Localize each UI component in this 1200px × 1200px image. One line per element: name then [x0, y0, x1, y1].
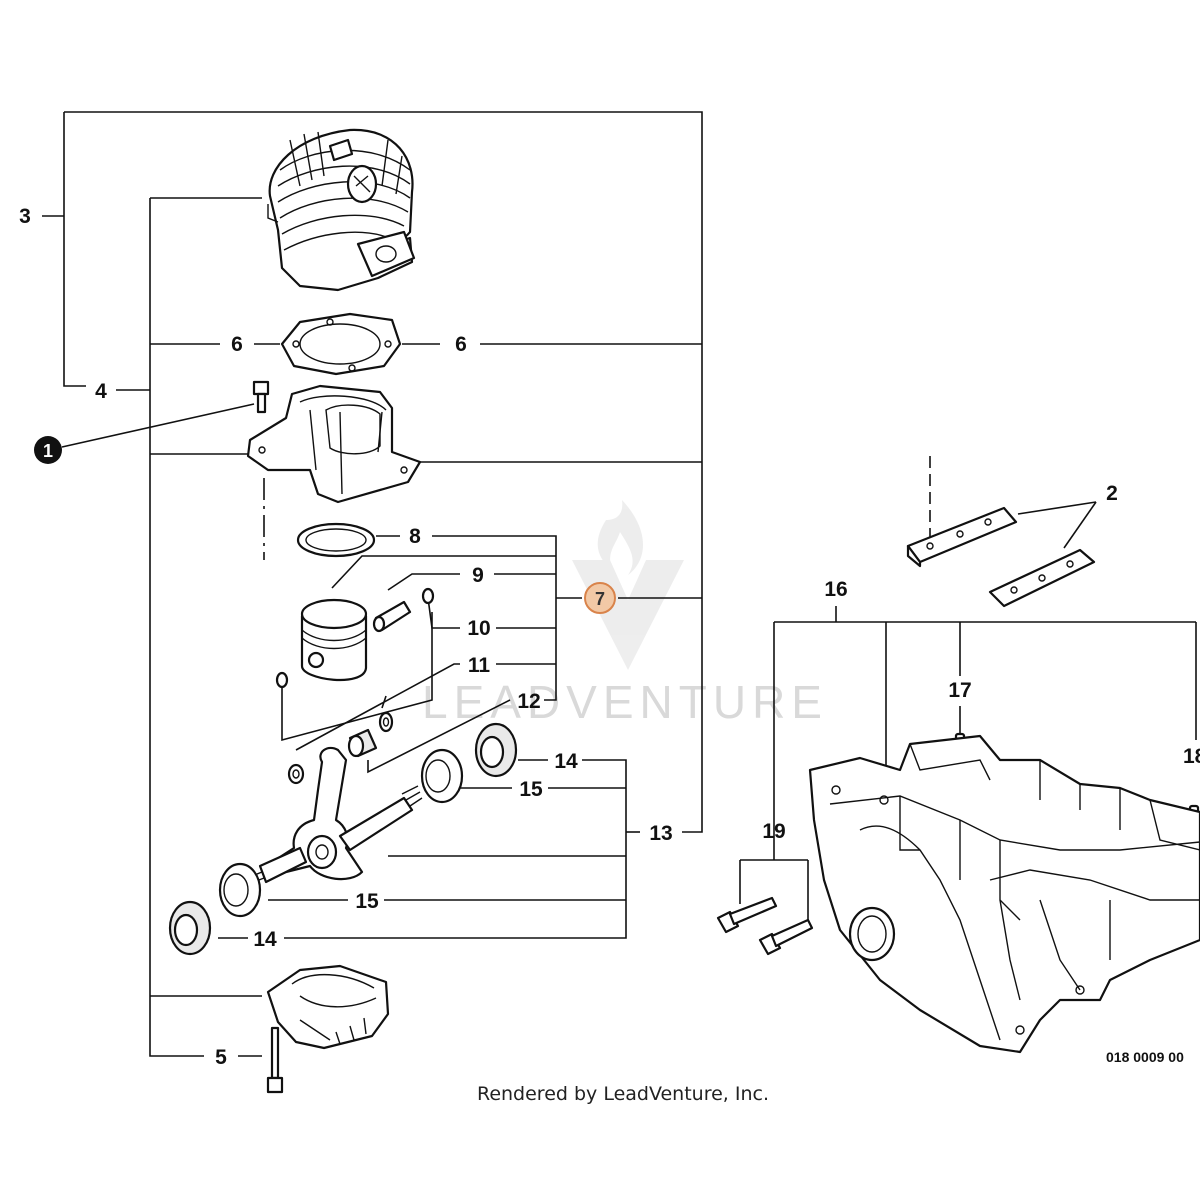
- piston-pin-part: [372, 600, 412, 633]
- callout-6-right: 6: [455, 333, 467, 356]
- crankcase-housing-part: [808, 734, 1200, 1054]
- bolt-19-part: [716, 896, 814, 956]
- crankcase-upper-part: [246, 384, 422, 504]
- callout-11: 11: [468, 654, 491, 677]
- crankcase-lower-part: [266, 964, 390, 1050]
- callout-13: 13: [649, 822, 672, 845]
- callout-7: 7: [595, 589, 605, 609]
- callout-14-bottom: 14: [253, 928, 277, 951]
- needle-bearing-part: [347, 728, 378, 758]
- callout-1: 1: [43, 441, 53, 461]
- callout-1-badge[interactable]: 1: [34, 436, 62, 464]
- footer-credit: Rendered by LeadVenture, Inc.: [477, 1083, 769, 1105]
- callout-2: 2: [1106, 482, 1118, 505]
- circlip-part: [275, 587, 435, 689]
- piston-part: [300, 598, 368, 682]
- callout-3: 3: [19, 205, 31, 228]
- bearing-part: [218, 748, 464, 918]
- callout-16: 16: [824, 578, 847, 601]
- callout-6-left: 6: [231, 333, 243, 356]
- callout-17: 17: [948, 679, 971, 702]
- callout-8: 8: [409, 525, 421, 548]
- plate-part: [906, 506, 1096, 608]
- bolt-1-part: [252, 380, 270, 414]
- oil-seal-part: [168, 722, 518, 956]
- callout-4: 4: [95, 380, 107, 403]
- callout-10: 10: [467, 617, 490, 640]
- watermark-logo: [572, 500, 684, 670]
- bracket-lines: [42, 111, 1197, 1057]
- piston-ring-part: [296, 522, 376, 558]
- diagram-code: 018 0009 00: [1106, 1049, 1184, 1065]
- callout-14-top: 14: [554, 750, 578, 773]
- washer-part: [287, 711, 394, 785]
- callout-12: 12: [517, 690, 540, 713]
- callout-18: 18: [1183, 745, 1200, 768]
- watermark-text: LEADVENTURE: [422, 676, 828, 728]
- callout-15-bottom: 15: [355, 890, 379, 913]
- cylinder-part: [267, 128, 416, 292]
- callout-7-highlight[interactable]: 7: [584, 582, 616, 614]
- callout-5: 5: [215, 1046, 227, 1069]
- gasket-part: [280, 312, 402, 376]
- callout-15-top: 15: [519, 778, 543, 801]
- crankshaft-part: [251, 746, 423, 884]
- callout-9: 9: [472, 564, 484, 587]
- callout-19: 19: [762, 820, 785, 843]
- bolt-5-part: [266, 1026, 284, 1094]
